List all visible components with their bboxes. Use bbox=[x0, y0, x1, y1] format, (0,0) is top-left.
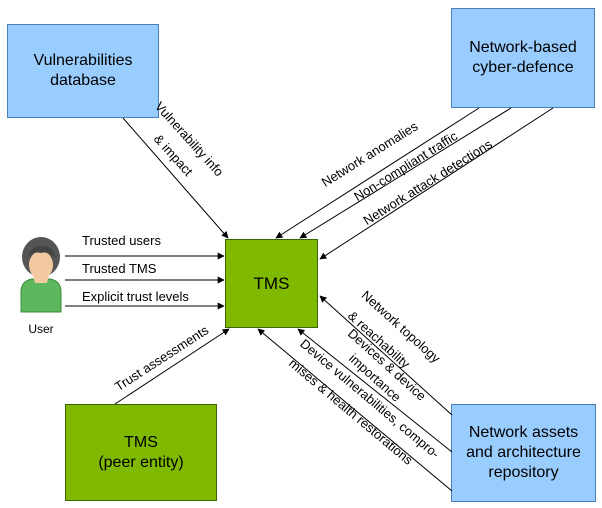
arrow-noncompliant-to-tms bbox=[299, 107, 512, 239]
arrow-devices-to-tms bbox=[297, 328, 453, 453]
network-cyber-defence-line1: Network-based bbox=[469, 39, 577, 56]
user-icon bbox=[20, 237, 62, 313]
assets-repo-line1: Network assets bbox=[468, 424, 579, 441]
arrow-vuln-db-to-tms bbox=[122, 117, 229, 239]
assets-repo-line2: and architecture bbox=[466, 444, 581, 461]
arrow-device-vuln-to-tms bbox=[257, 328, 453, 492]
vulnerabilities-database-line1: Vulnerabilities bbox=[33, 52, 133, 69]
tms-center-box: TMS bbox=[225, 239, 318, 328]
arrow-topology-to-tms bbox=[319, 295, 453, 416]
tms-peer-line2: (peer entity) bbox=[98, 453, 184, 471]
label-explicit-trust-levels: Explicit trust levels bbox=[82, 289, 189, 304]
arrow-anomalies-to-tms bbox=[275, 107, 480, 239]
label-trusted-tms: Trusted TMS bbox=[82, 261, 157, 276]
tms-peer-line1: TMS bbox=[124, 433, 158, 451]
vulnerabilities-database-line2: database bbox=[50, 72, 116, 89]
vulnerabilities-database-box: Vulnerabilities database bbox=[7, 24, 159, 118]
arrow-attack-detections-to-tms bbox=[319, 107, 554, 260]
assets-repo-line3: repository bbox=[488, 464, 559, 481]
user-label: User bbox=[28, 322, 53, 336]
arrow-trust-assessments bbox=[114, 328, 230, 405]
network-assets-repository-box: Network assets and architecture reposito… bbox=[451, 404, 596, 502]
tms-peer-entity-box: TMS (peer entity) bbox=[65, 404, 217, 501]
network-cyber-defence-box: Network-based cyber-defence bbox=[451, 8, 595, 108]
network-cyber-defence-line2: cyber-defence bbox=[472, 59, 574, 76]
label-trusted-users: Trusted users bbox=[82, 233, 161, 248]
label-trust-assessments: Trust assessments bbox=[112, 322, 212, 394]
tms-center-label: TMS bbox=[253, 273, 290, 293]
